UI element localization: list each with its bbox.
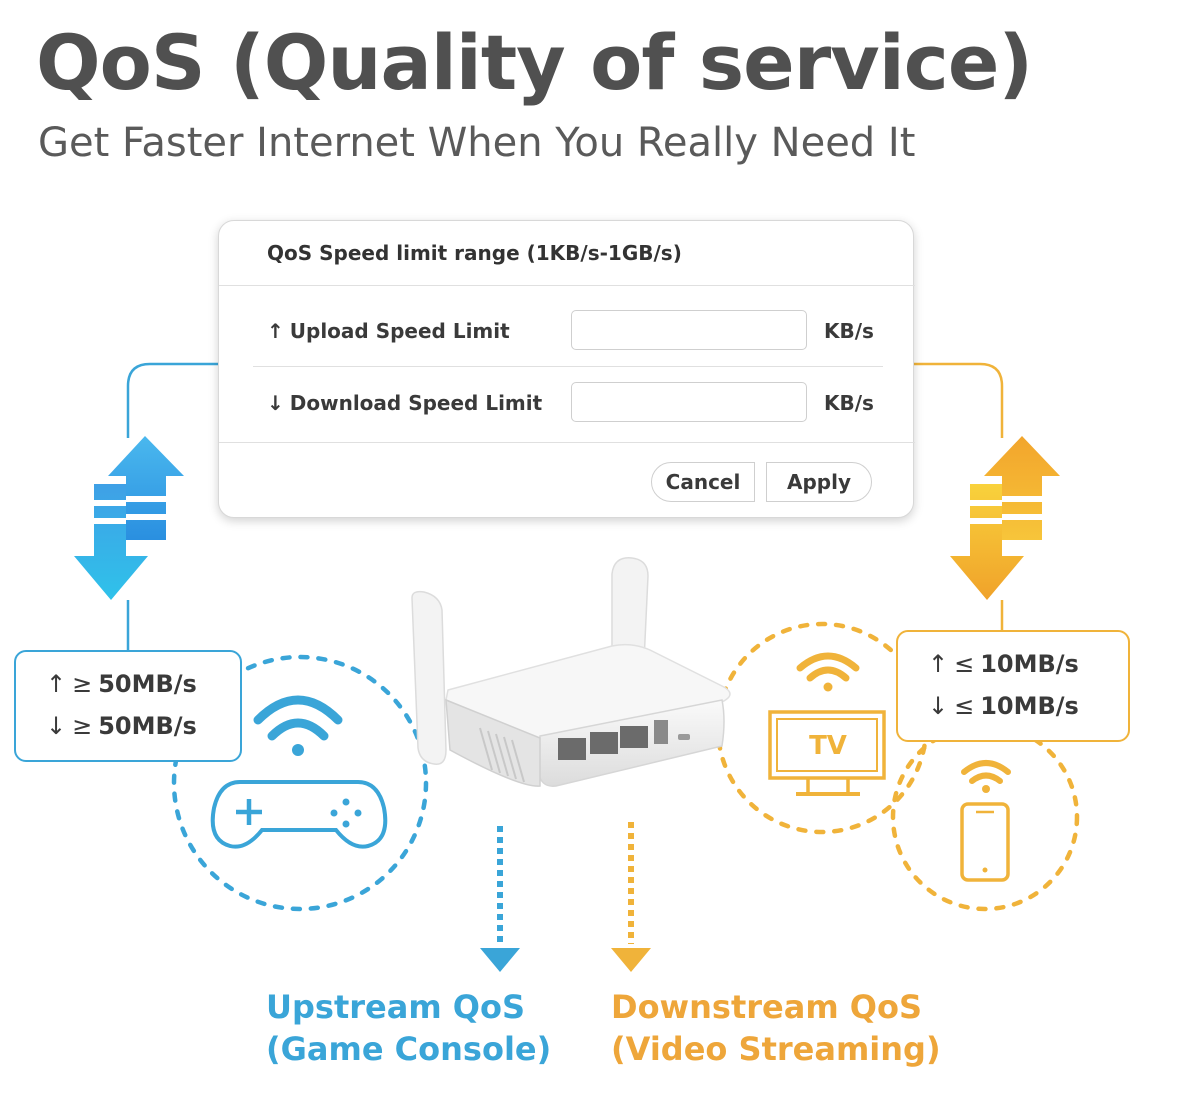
downstream-upload-speed: ↑≤10MB/s: [928, 650, 1079, 678]
right-connector-line: [914, 362, 1004, 630]
upstream-flow-arrow: [480, 826, 520, 972]
smartphone-icon: [960, 802, 1010, 882]
downstream-caption-title: Downstream QoS: [611, 988, 923, 1026]
upload-speed-label: ↑Upload Speed Limit: [267, 319, 510, 343]
download-speed-input[interactable]: [571, 382, 807, 422]
downstream-download-value: 10MB/s: [980, 692, 1079, 720]
dialog-footer-divider: [219, 442, 915, 443]
arrow-up-icon: ↑: [928, 650, 949, 678]
downstream-caption: Downstream QoS (Video Streaming): [611, 986, 941, 1070]
wifi-icon: [253, 695, 343, 756]
tv-wifi-icon: [796, 652, 860, 692]
left-connector-line: [126, 362, 218, 650]
lte-symbol: ≤: [954, 692, 975, 720]
page-title: QoS (Quality of service): [36, 18, 1033, 107]
tv-label: TV: [809, 731, 847, 761]
qos-settings-dialog: QoS Speed limit range (1KB/s-1GB/s) ↑Upl…: [218, 220, 915, 518]
tv-icon: [768, 710, 886, 796]
upstream-traffic-arrows-icon: [74, 436, 184, 600]
download-speed-label: ↓Download Speed Limit: [267, 391, 542, 415]
upload-speed-unit: KB/s: [824, 319, 874, 343]
upstream-download-value: 50MB/s: [98, 712, 197, 740]
dialog-title: QoS Speed limit range (1KB/s-1GB/s): [267, 241, 682, 265]
phone-wifi-icon: [961, 760, 1011, 793]
downstream-download-speed: ↓≤10MB/s: [928, 692, 1079, 720]
upstream-speed-box: ↑≥50MB/s ↓≥50MB/s: [14, 650, 242, 762]
download-speed-unit: KB/s: [824, 391, 874, 415]
game-console-zone: [171, 654, 429, 912]
lte-symbol: ≤: [954, 650, 975, 678]
upstream-upload-speed: ↑≥50MB/s: [46, 670, 197, 698]
arrow-down-icon: ↓: [267, 391, 284, 415]
downstream-caption-subtitle: (Video Streaming): [611, 1030, 941, 1068]
downstream-upload-value: 10MB/s: [980, 650, 1079, 678]
arrow-down-icon: ↓: [46, 712, 67, 740]
download-speed-label-text: Download Speed Limit: [289, 391, 543, 415]
downstream-traffic-arrows-icon: [950, 436, 1060, 600]
cancel-button[interactable]: Cancel: [651, 462, 755, 502]
upstream-upload-value: 50MB/s: [98, 670, 197, 698]
arrow-up-icon: ↑: [46, 670, 67, 698]
gte-symbol: ≥: [72, 670, 93, 698]
router-icon: [411, 557, 731, 787]
dialog-divider: [219, 285, 915, 286]
upstream-caption: Upstream QoS (Game Console): [266, 986, 552, 1070]
upstream-download-speed: ↓≥50MB/s: [46, 712, 197, 740]
apply-button[interactable]: Apply: [766, 462, 872, 502]
page-subtitle: Get Faster Internet When You Really Need…: [38, 120, 916, 166]
field-divider: [253, 366, 883, 367]
upload-speed-input[interactable]: [571, 310, 807, 350]
arrow-down-icon: ↓: [928, 692, 949, 720]
upstream-caption-subtitle: (Game Console): [266, 1030, 552, 1068]
gte-symbol: ≥: [72, 712, 93, 740]
gamepad-icon: [210, 780, 388, 849]
upload-speed-label-text: Upload Speed Limit: [289, 319, 510, 343]
downstream-speed-box: ↑≤10MB/s ↓≤10MB/s: [896, 630, 1130, 742]
arrow-up-icon: ↑: [267, 319, 284, 343]
upstream-caption-title: Upstream QoS: [266, 988, 526, 1026]
downstream-flow-arrow: [611, 822, 651, 972]
